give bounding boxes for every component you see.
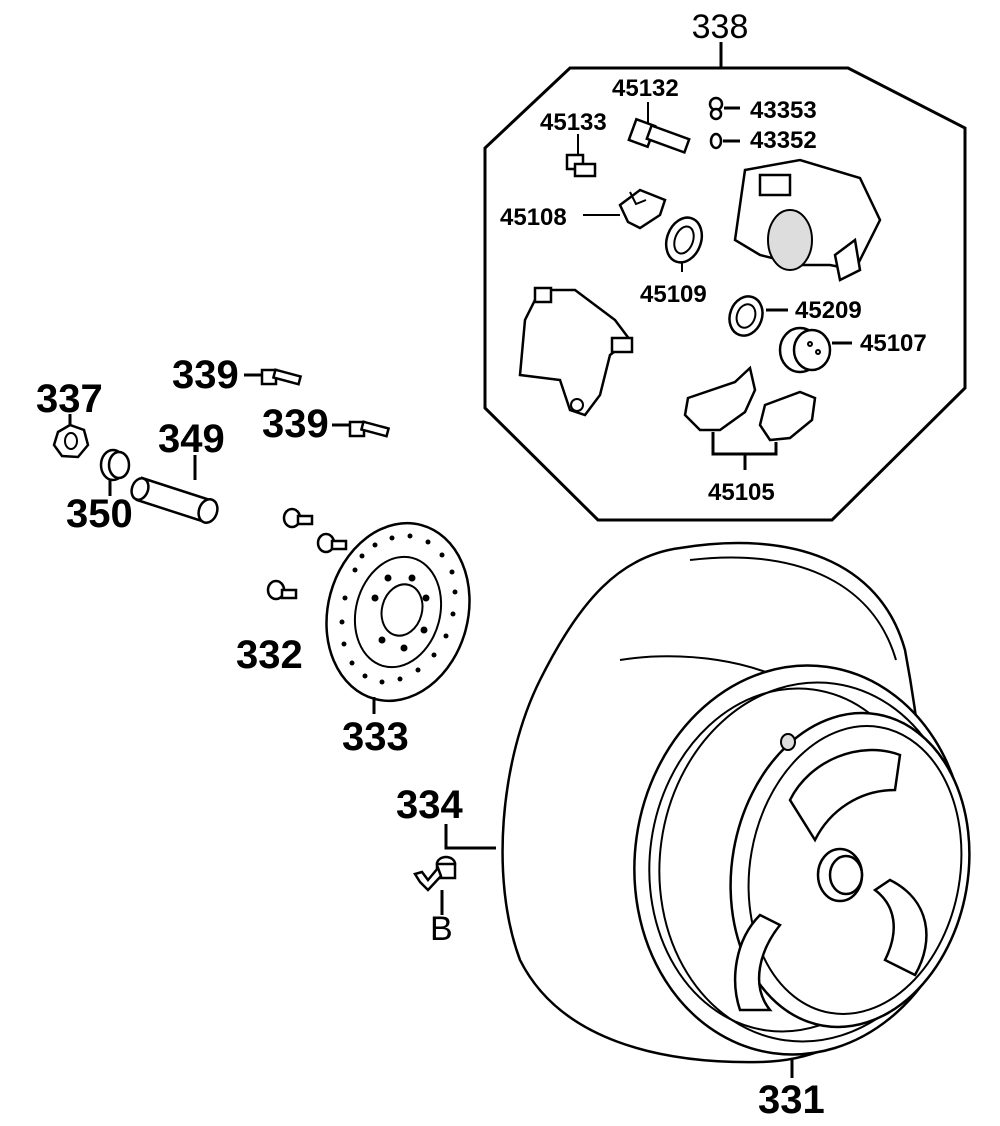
brake-disc-333 [325,521,471,714]
bleeder-screw-43353 [708,96,740,121]
axle-nut-337 [52,414,90,459]
label-45209: 45209 [795,297,862,324]
bleeder-cap-43352 [709,132,740,150]
caliper-bolt-45133 [565,134,597,178]
label-45107: 45107 [860,330,927,357]
dust-seal-45209 [728,295,788,337]
label-334: 334 [396,783,463,827]
label-339-upper: 339 [172,353,239,397]
label-45108: 45108 [500,204,567,231]
label-45133: 45133 [540,109,607,136]
caliper-assembly-inset: 338 45132 43353 43352 45133 [483,8,967,522]
label-349: 349 [158,417,225,461]
label-337: 337 [36,377,103,421]
label-43352: 43352 [750,127,817,154]
label-333: 333 [342,715,409,759]
disc-screws-332 [266,507,348,601]
axle-sleeve-349 [130,455,219,524]
label-B: B [430,910,453,948]
brake-pads-45105 [683,365,817,470]
label-350: 350 [66,492,133,536]
caliper-slide-pin-45132 [627,102,691,155]
bolt-339-lower [332,420,391,438]
label-43353: 43353 [750,97,817,124]
wheel-and-tire-331 [501,541,971,1078]
caliper-piston-45107 [778,326,852,374]
label-45109: 45109 [640,281,707,308]
tire-valve-334 [413,824,496,915]
label-331: 331 [758,1078,825,1122]
label-332: 332 [236,633,303,677]
piston-seal-45109 [664,216,704,272]
caliper-body [733,158,882,282]
pad-spring-clip-45108 [583,188,667,230]
caliper-bracket [518,286,634,417]
label-338: 338 [692,8,749,46]
label-45105: 45105 [708,479,775,506]
label-339-lower: 339 [262,402,329,446]
spacer-350 [99,448,131,496]
label-45132: 45132 [612,75,679,102]
bolt-339-upper [244,368,303,386]
